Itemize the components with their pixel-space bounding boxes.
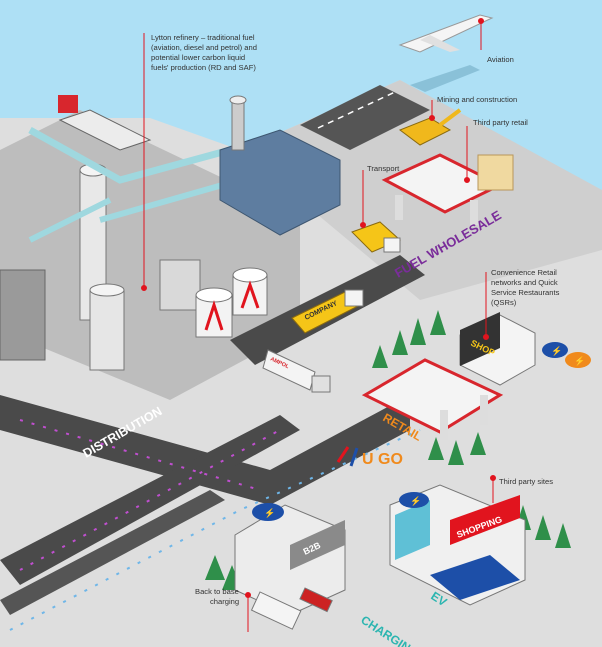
svg-text:⚡: ⚡ [574,355,585,367]
retail-station [361,358,504,440]
airplane-icon [398,14,494,92]
b2b-depot: B2B ⚡ [234,503,346,630]
storage-tanks [195,267,268,338]
distribution-road [0,395,410,505]
ship [58,95,152,151]
runway [300,85,430,150]
runway-markings [317,91,396,129]
lower-road [0,415,300,585]
third-party-sites-label: Third party sites [499,477,553,486]
retail-logo-text: U GO [362,451,403,468]
terminal-building [219,95,341,236]
shopping-centre: SHOPPING ⚡ [389,484,526,606]
svg-text:Service Restaurants: Service Restaurants [491,288,560,297]
refinery-label: Lytton refinery – traditional fuel (avia… [151,33,257,72]
transport-truck [351,221,401,253]
refinery [0,126,241,371]
svg-text:(aviation, diesel and petrol): (aviation, diesel and petrol) and [151,43,257,52]
svg-text:⚡: ⚡ [551,345,562,357]
callout-lines [141,18,496,632]
mining-truck [398,108,462,146]
convenience-label: Convenience Retail networks and Quick Se… [491,268,560,307]
svg-text:⚡: ⚡ [264,507,275,519]
mining-label: Mining and construction [437,95,517,104]
svg-text:Back to base: Back to base [195,587,239,596]
svg-text:potential lower carbon liquid: potential lower carbon liquid [151,53,245,62]
aviation-label: Aviation [487,55,514,64]
svg-text:Lytton refinery – traditional: Lytton refinery – traditional fuel [151,33,255,42]
bottom-road [0,490,225,615]
shop-building: SHOP [459,312,536,386]
back-to-base-label: Back to base charging [195,587,239,606]
ev-charger-icons: ⚡ ⚡ [542,342,591,368]
path-chevrons [9,429,421,631]
svg-text:Convenience Retail: Convenience Retail [491,268,557,277]
svg-text:⚡: ⚡ [410,495,421,507]
third-party-retail-label: Third party retail [473,118,528,127]
pipe-stack [477,154,514,191]
transport-label: Transport [367,164,400,173]
svg-text:(QSRs): (QSRs) [491,298,517,307]
road-chevrons [19,429,281,571]
fuel-tanker-truck: AMPOL [262,349,331,393]
svg-text:networks and Quick: networks and Quick [491,278,558,287]
retail-logo: U GO [336,446,403,468]
svg-text:fuels' production (RD and SAF): fuels' production (RD and SAF) [151,63,256,72]
svg-text:charging: charging [210,597,239,606]
